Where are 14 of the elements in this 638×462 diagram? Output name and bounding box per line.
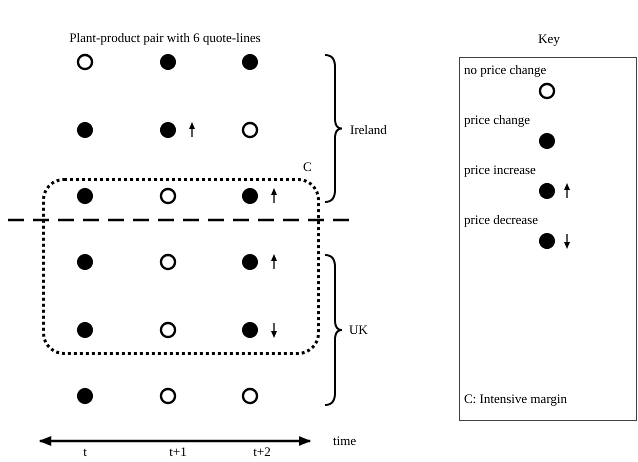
axis-tick-label: t xyxy=(83,444,87,459)
group-label: UK xyxy=(349,322,368,337)
legend-label: no price change xyxy=(464,62,546,77)
legend-label: price decrease xyxy=(464,212,538,227)
region-label: C xyxy=(303,159,312,174)
legend-label: price increase xyxy=(464,162,536,177)
axis-tick-label: t+1 xyxy=(169,444,187,459)
legend-label: price change xyxy=(464,112,530,127)
legend-note: C: Intensive margin xyxy=(464,391,568,406)
group-label: Ireland xyxy=(350,122,387,137)
key-heading: Key xyxy=(538,31,560,46)
axis-tick-label: t+2 xyxy=(253,444,271,459)
axis-label: time xyxy=(333,433,356,448)
chart-title: Plant-product pair with 6 quote-lines xyxy=(69,30,261,45)
